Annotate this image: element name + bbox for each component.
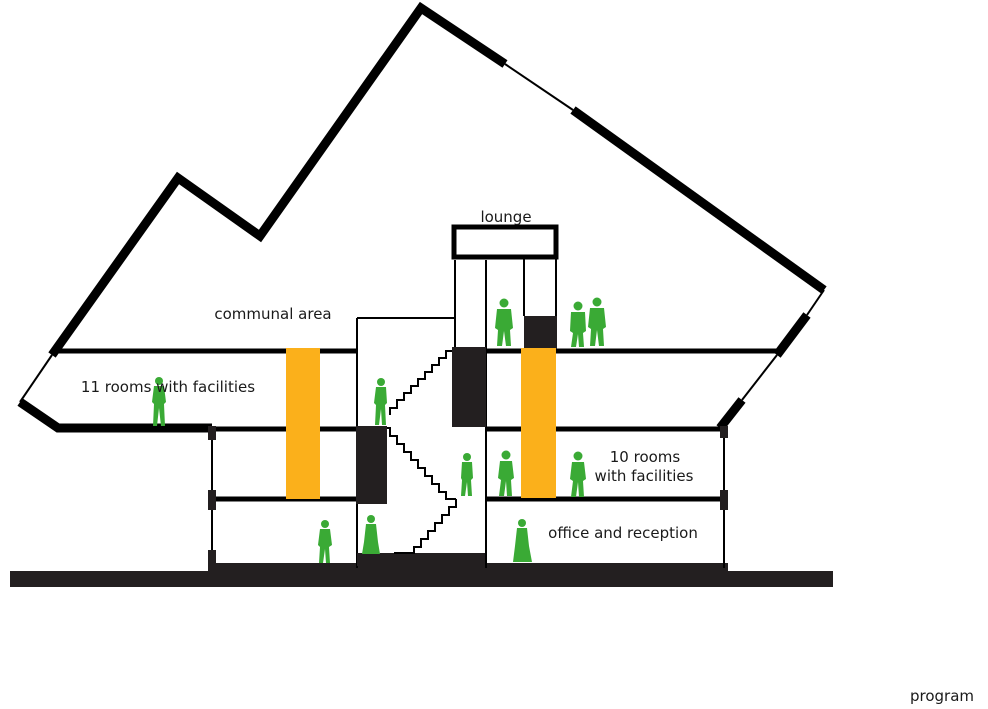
stair-core <box>356 260 487 568</box>
lower-walls <box>208 426 728 568</box>
stair-flights <box>384 350 457 554</box>
communal-area-label: communal area <box>214 305 331 323</box>
lounge-tower <box>451 224 559 350</box>
rooms-upper-left-label: 11 rooms with facilities <box>81 378 255 396</box>
roof-outline <box>17 1 827 433</box>
service-core-right <box>521 348 556 498</box>
rooms-right-label-line2: with facilities <box>595 467 694 485</box>
ground-slab <box>10 571 833 587</box>
lounge-label: lounge <box>480 208 531 226</box>
office-reception-label: office and reception <box>548 524 698 542</box>
rooms-right-label-line1: 10 rooms <box>610 448 681 466</box>
person-silhouette-icon <box>152 297 606 563</box>
service-core-left <box>286 348 320 499</box>
diagram-caption: program <box>910 687 974 705</box>
